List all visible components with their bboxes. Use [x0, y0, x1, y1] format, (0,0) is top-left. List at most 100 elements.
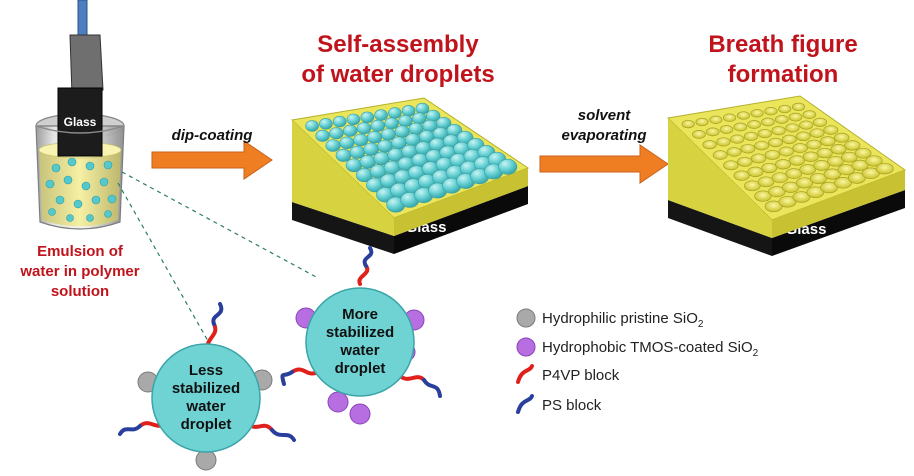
legend-ps-marker [516, 394, 534, 414]
pore [702, 140, 717, 150]
solvent-label-line-2: evaporating [561, 127, 646, 144]
assembly-glass-side [394, 186, 528, 254]
pore [782, 181, 800, 193]
pore [833, 132, 850, 143]
water-droplet [384, 117, 399, 130]
water-droplet [329, 127, 344, 140]
pore [754, 190, 772, 202]
pore [761, 117, 775, 127]
pore [791, 102, 806, 112]
pore [792, 143, 808, 154]
water-droplet [360, 111, 375, 124]
zoom-line-right [121, 171, 319, 279]
pore [740, 143, 756, 154]
pore [747, 166, 764, 177]
pore [799, 120, 814, 130]
breath-glass-front [668, 200, 772, 256]
pore [837, 164, 855, 176]
pore [806, 186, 825, 198]
more-chain-top [357, 264, 370, 286]
water-droplet [370, 119, 385, 132]
solvent-evaporating-arrow: solvent evaporating [539, 107, 669, 184]
legend-hydrophobic-text: Hydrophobic TMOS-coated SiO [542, 339, 753, 356]
legend-hydrophilic-subscript: 2 [698, 319, 704, 330]
pore-array [681, 102, 894, 213]
beaker-caption-line-1: Emulsion of [37, 243, 124, 260]
more-stabilized-droplet: More stabilized water droplet [280, 246, 442, 425]
water-droplet [339, 136, 355, 150]
pore [809, 172, 828, 185]
legend: Hydrophilic pristine SiO2 Hydrophobic TM… [516, 308, 759, 414]
more-particle-3 [327, 391, 349, 413]
less-label-line-1: Less [189, 362, 223, 379]
pore [774, 115, 789, 124]
pore [802, 110, 817, 119]
more-label-line-2: stabilized [326, 324, 394, 341]
pore [820, 181, 839, 194]
dip-coating-label: dip-coating [172, 127, 253, 144]
pore [768, 186, 786, 198]
breath-polymer-side [772, 170, 905, 238]
pore [726, 147, 742, 157]
pore [778, 104, 792, 114]
pore [795, 177, 814, 189]
water-droplet [498, 158, 518, 175]
assembly-polymer-side [394, 168, 528, 236]
pore [809, 128, 825, 138]
water-droplet [325, 139, 341, 152]
pore [730, 134, 745, 144]
breath-figure-substrate: Breath figure formation Glass [666, 31, 907, 256]
pore [712, 150, 728, 160]
pore [785, 123, 800, 133]
pore [757, 128, 772, 139]
more-particle-4 [349, 403, 371, 425]
pore [733, 170, 750, 181]
pore [692, 130, 706, 139]
less-label-line-3: water [185, 398, 225, 415]
pore [771, 126, 786, 136]
water-droplet [319, 118, 333, 130]
self-assembly-title-line-2: of water droplets [301, 61, 494, 88]
breath-title-line-1: Breath figure [708, 31, 857, 58]
pore [781, 134, 797, 145]
pore [723, 160, 739, 171]
pore [799, 164, 817, 175]
pore [778, 146, 795, 157]
pore [802, 151, 819, 162]
beaker-caption-line-2: water in polymer [19, 263, 139, 280]
pore [861, 167, 880, 180]
pore [834, 177, 852, 189]
pore [823, 168, 841, 180]
pore [827, 155, 844, 167]
more-label-line-1: More [342, 306, 378, 323]
pore [736, 111, 750, 120]
pore [764, 149, 781, 160]
beaker-group: Glass Emulsion of water in polymer solut… [19, 0, 140, 300]
dip-coating-arrow: dip-coating [151, 127, 273, 180]
less-label-line-2: stabilized [172, 380, 240, 397]
pore [723, 113, 737, 122]
clamp [69, 34, 104, 97]
legend-p4vp-label: P4VP block [542, 367, 620, 384]
glass-slide-label: Glass [64, 115, 97, 129]
solvent-label-line-1: solvent [578, 107, 632, 124]
pore [816, 147, 833, 159]
less-droplet-body [151, 343, 261, 453]
pore [757, 176, 775, 188]
pore [844, 140, 861, 151]
more-chain-right [398, 374, 426, 382]
beaker-caption-line-3: solution [51, 283, 109, 300]
pore [743, 180, 761, 192]
assembly-glass-front [292, 202, 394, 254]
legend-hydrophilic-marker [516, 308, 536, 328]
legend-hydrophilic-label: Hydrophilic pristine SiO2 [542, 310, 704, 330]
pore [788, 112, 803, 122]
water-droplet [305, 120, 319, 132]
pore [847, 172, 866, 184]
pore [737, 156, 753, 167]
self-assembly-title-line-1: Self-assembly [317, 31, 479, 58]
pore [851, 159, 869, 171]
legend-hydrophobic-marker [516, 337, 536, 357]
pore [733, 122, 748, 132]
pore [820, 136, 836, 147]
